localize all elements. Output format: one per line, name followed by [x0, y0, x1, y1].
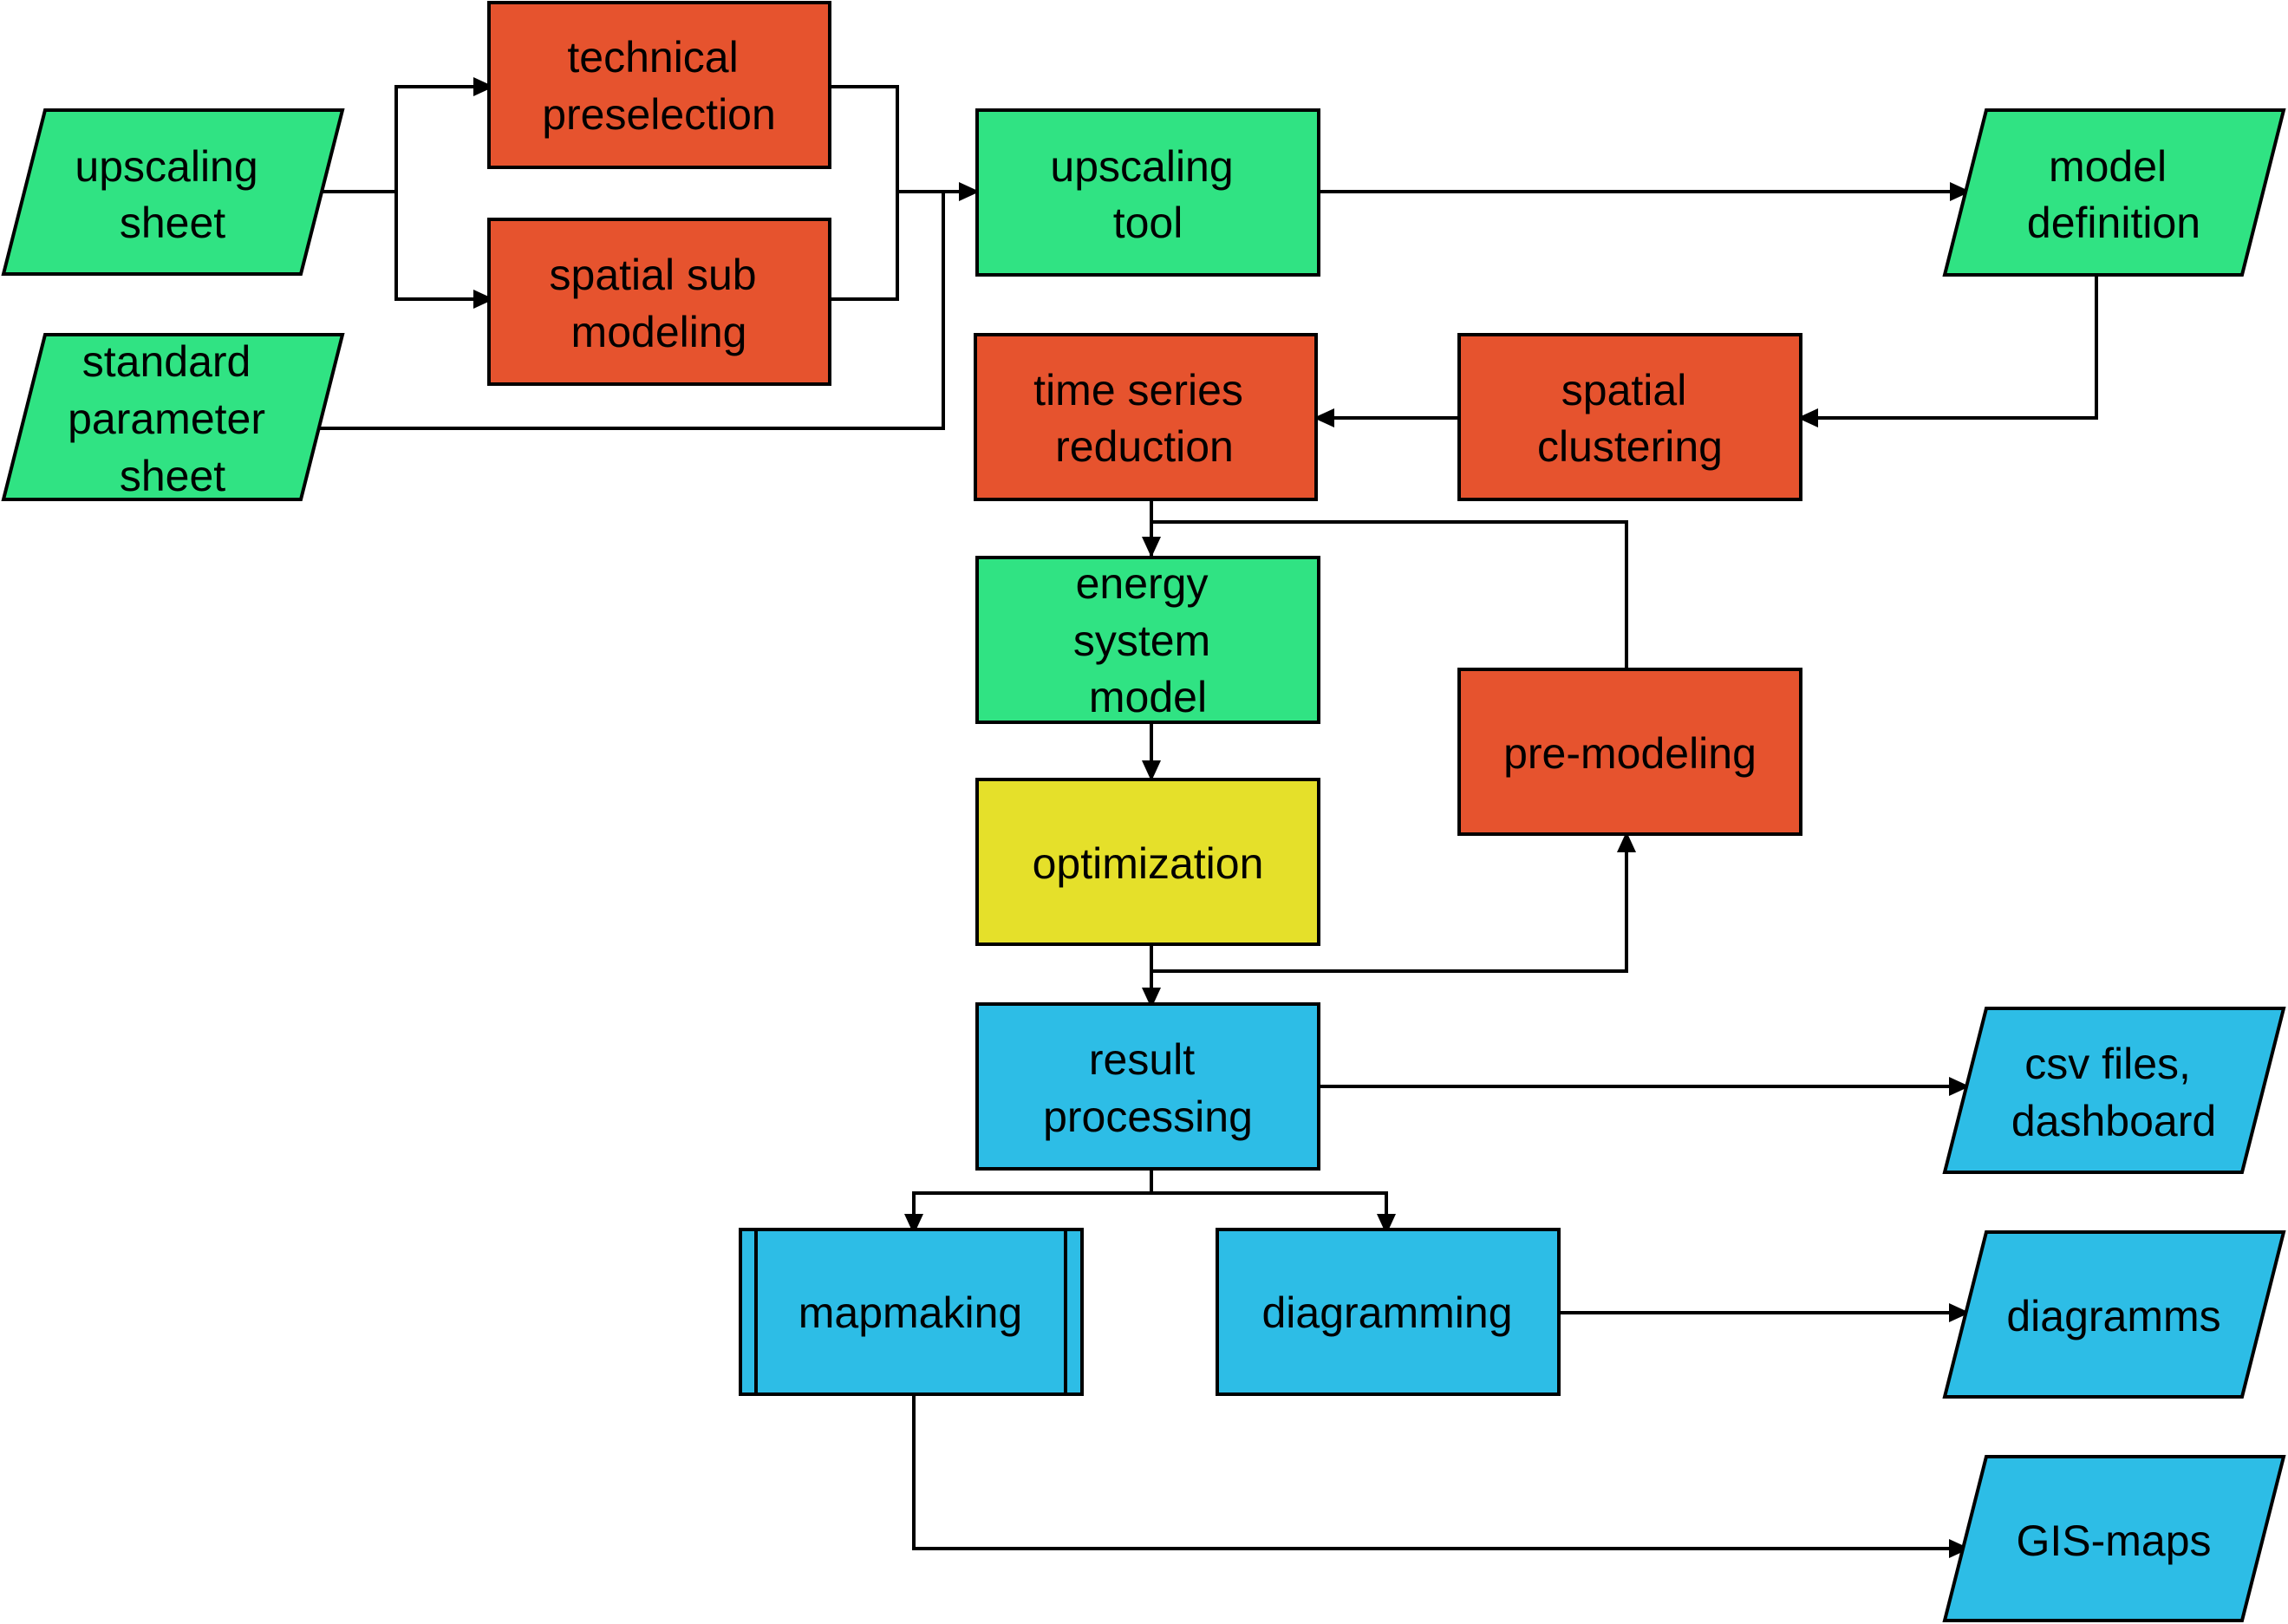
- energy-system-model-shape: [975, 556, 1320, 724]
- spatial-clustering-node: spatial clustering: [1457, 333, 1802, 501]
- result-processing-label: result processing: [1043, 1035, 1253, 1141]
- csv-files-dashboard-node: csv files, dashboard: [1942, 1007, 2286, 1174]
- time-series-reduction-shape: [974, 333, 1318, 501]
- model-definition-shape: [1942, 108, 2286, 277]
- mapmaking-label: mapmaking: [799, 1288, 1022, 1337]
- connector-pre-modeling-feedback: [1151, 520, 1628, 669]
- csv-files-dashboard-label: csv files, dashboard: [2011, 1040, 2216, 1145]
- arrowhead-optimization: [1142, 760, 1161, 781]
- result-processing-node: result processing: [975, 1002, 1320, 1171]
- diagramms-node: diagramms: [1942, 1230, 2286, 1399]
- connector-upscaling-sheet-to-preselection: [323, 82, 496, 193]
- technical-preselection-node: technical preselection: [487, 1, 831, 169]
- connector-standard-parameter-to-upscaling-tool: [319, 192, 945, 430]
- gis-maps-node: GIS-maps: [1942, 1455, 2286, 1622]
- time-series-reduction-label: time series reduction: [1033, 366, 1255, 471]
- arrowhead-mapmaking: [904, 1214, 923, 1235]
- arrowhead-diagramming: [1377, 1214, 1396, 1235]
- arrowhead-diagramms: [1949, 1303, 1970, 1322]
- diagramms-shape: [1942, 1230, 2286, 1399]
- mapmaking-node: mapmaking: [739, 1228, 1084, 1396]
- gis-maps-label: GIS-maps: [2016, 1516, 2211, 1565]
- pre-modeling-label: pre-modeling: [1503, 729, 1757, 778]
- spatial-clustering-shape: [1457, 333, 1802, 501]
- energy-system-model-node: energy system model: [975, 556, 1320, 724]
- connector-model-definition-to-spatial-clustering: [1797, 277, 2098, 420]
- connectors: [319, 82, 2098, 1550]
- technical-preselection-label: technical preselection: [542, 33, 776, 139]
- csv-files-dashboard-shape: [1942, 1007, 2286, 1174]
- standard-parameter-sheet-node: standard parameter sheet: [1, 333, 345, 501]
- optimization-shape: [975, 778, 1320, 946]
- gis-maps-shape: [1942, 1455, 2286, 1622]
- result-processing-shape: [975, 1002, 1320, 1171]
- connector-preselection-to-upscaling-tool: [830, 85, 975, 193]
- arrowhead-energy-system-model: [1142, 537, 1161, 558]
- spatial-sub-modeling-label: spatial sub modeling: [550, 251, 769, 356]
- connector-upscaling-sheet-to-sub-modeling: [394, 192, 494, 301]
- time-series-reduction-node: time series reduction: [974, 333, 1318, 501]
- arrowhead-preselection: [473, 77, 494, 96]
- connector-result-processing-to-diagramming: [1151, 1191, 1388, 1229]
- arrowhead-model-definition: [1950, 182, 1971, 201]
- pre-modeling-node: pre-modeling: [1457, 668, 1802, 836]
- diagramms-label: diagramms: [2006, 1292, 2220, 1340]
- connector-result-processing-to-mapmaking: [912, 1169, 1153, 1229]
- arrowhead-gis-maps: [1949, 1539, 1970, 1558]
- upscaling-sheet-node: upscaling sheet: [1, 108, 345, 276]
- diagramming-node: diagramming: [1216, 1228, 1561, 1396]
- upscaling-sheet-shape: [1, 108, 345, 276]
- upscaling-sheet-label: upscaling sheet: [75, 142, 270, 247]
- connector-optimization-to-pre-modeling: [1151, 833, 1628, 973]
- diagramming-shape: [1216, 1228, 1561, 1396]
- arrowhead-pre-modeling: [1617, 832, 1636, 852]
- arrowhead-sub-modeling: [473, 290, 494, 309]
- standard-parameter-sheet-label: standard parameter sheet: [68, 337, 277, 500]
- arrowhead-csv: [1949, 1077, 1970, 1096]
- connector-sub-modeling-merge: [830, 192, 899, 301]
- upscaling-tool-label: upscaling tool: [1050, 142, 1245, 247]
- model-definition-label: model definition: [2027, 142, 2200, 247]
- mapmaking-shape: [739, 1228, 1084, 1396]
- optimization-node: optimization: [975, 778, 1320, 946]
- arrowhead-upscaling-tool: [959, 182, 980, 201]
- spatial-sub-modeling-shape: [487, 218, 831, 386]
- spatial-sub-modeling-node: spatial sub modeling: [487, 218, 831, 386]
- optimization-label: optimization: [1033, 839, 1264, 888]
- technical-preselection-shape: [487, 1, 831, 169]
- upscaling-tool-node: upscaling tool: [975, 108, 1320, 277]
- diagramming-label: diagramming: [1261, 1288, 1512, 1337]
- arrowheads: [473, 77, 1971, 1558]
- connector-mapmaking-to-gis-maps: [912, 1394, 1965, 1550]
- model-definition-node: model definition: [1942, 108, 2286, 277]
- spatial-clustering-label: spatial clustering: [1537, 366, 1723, 471]
- upscaling-tool-shape: [975, 108, 1320, 277]
- arrowhead-time-series-reduction: [1313, 408, 1334, 427]
- arrowhead-spatial-clustering: [1797, 408, 1818, 427]
- standard-parameter-sheet-shape: [1, 333, 345, 501]
- arrowhead-result-processing: [1142, 988, 1161, 1008]
- energy-system-model-label: energy system model: [1073, 559, 1222, 721]
- pre-modeling-shape: [1457, 668, 1802, 836]
